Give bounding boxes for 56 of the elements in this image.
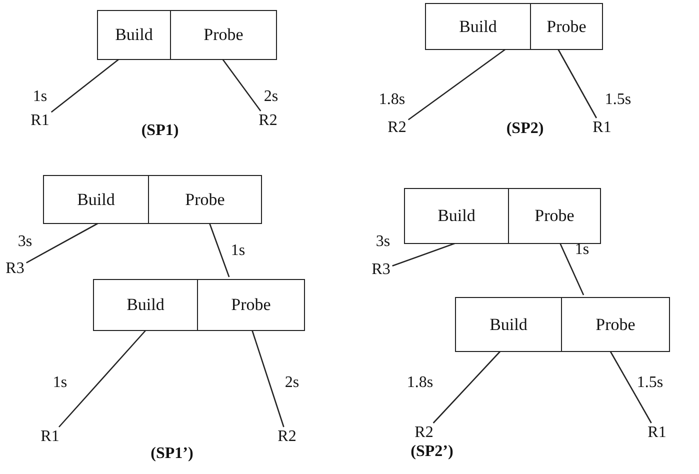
- operator-half: Probe: [531, 4, 602, 49]
- connector-line: [610, 350, 652, 424]
- connector-line: [392, 242, 456, 267]
- edge-label: 1.5s: [636, 375, 664, 391]
- operator-half: Probe: [149, 176, 261, 223]
- edge-label: 2s: [264, 89, 278, 105]
- edge-label: 1.5s: [604, 92, 632, 108]
- operator-half: Probe: [509, 189, 600, 243]
- operator-half: Build: [94, 280, 198, 330]
- operator-box: [455, 297, 670, 352]
- operator-box: [97, 10, 277, 60]
- operator-half: Build: [426, 4, 531, 49]
- connector-line: [251, 330, 284, 428]
- operator-half: Probe: [198, 280, 304, 330]
- operator-half: Probe: [562, 298, 669, 351]
- figure-caption: (SP2’): [410, 444, 454, 460]
- operator-box: [404, 188, 601, 244]
- connector-line: [208, 222, 230, 278]
- operator-box: [425, 3, 603, 50]
- connector-line: [26, 222, 99, 264]
- operator-box: [43, 175, 262, 224]
- connector-line: [58, 330, 146, 428]
- operator-half: Build: [456, 298, 562, 351]
- connector-line: [557, 48, 597, 118]
- edge-label: 1s: [32, 89, 48, 105]
- relation-name: R2: [258, 113, 278, 129]
- relation-name: R1: [592, 120, 612, 136]
- edge-label: 3s: [18, 234, 32, 250]
- relation-name: R3: [6, 261, 24, 277]
- relation-name: R1: [648, 425, 666, 441]
- connector-line: [408, 48, 506, 120]
- relation-name: R2: [414, 425, 434, 441]
- edge-label: 1.8s: [406, 375, 434, 391]
- relation-name: R1: [40, 429, 60, 445]
- operator-half: Probe: [171, 11, 276, 59]
- operator-box: [93, 279, 305, 331]
- edge-label: 2s: [284, 375, 300, 391]
- operator-half: Build: [405, 189, 509, 243]
- operator-half: Build: [98, 11, 171, 59]
- connector-line: [432, 350, 501, 424]
- figure-caption: (SP2): [506, 121, 544, 137]
- connector-line: [559, 242, 584, 296]
- figure-caption: (SP1): [141, 123, 179, 139]
- edge-label: 1s: [574, 242, 590, 258]
- edge-label: 1s: [52, 375, 68, 391]
- edge-label: 1.8s: [378, 92, 406, 108]
- operator-half: Build: [44, 176, 149, 223]
- relation-name: R1: [30, 113, 50, 129]
- connector-line: [50, 58, 120, 113]
- connector-line: [222, 58, 262, 112]
- figure-caption: (SP1’): [150, 446, 194, 462]
- edge-label: 1s: [230, 243, 246, 259]
- relation-name: R3: [372, 262, 390, 278]
- edge-label: 3s: [376, 234, 390, 250]
- relation-name: R2: [278, 429, 296, 445]
- relation-name: R2: [388, 120, 406, 136]
